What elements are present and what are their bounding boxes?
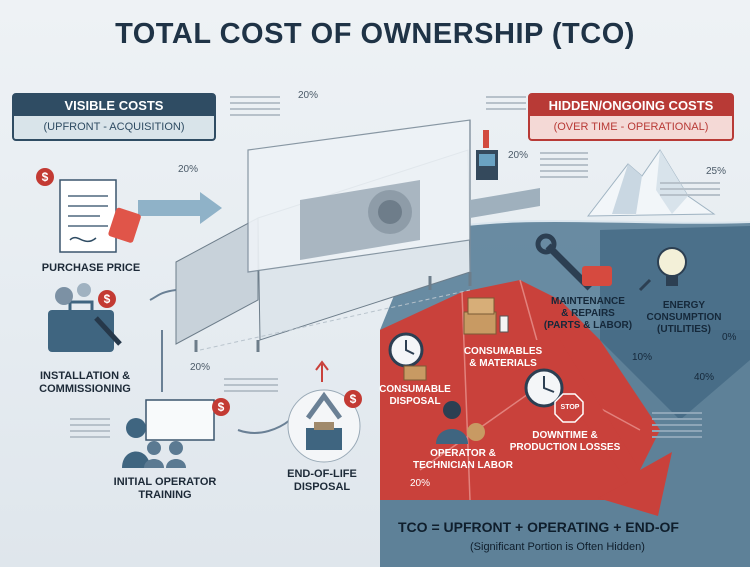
hidden-costs-heading: HIDDEN/ONGOING COSTS	[530, 95, 732, 116]
installation-label: INSTALLATION & COMMISSIONING	[39, 370, 131, 395]
connector-disposal	[237, 419, 291, 434]
page-title: TOTAL COST OF OWNERSHIP (TCO)	[115, 18, 635, 50]
purchase-document-icon	[59, 179, 141, 253]
hidden-costs-banner: HIDDEN/ONGOING COSTS (OVER TIME - OPERAT…	[528, 93, 734, 141]
downtime-label: DOWNTIME & PRODUCTION LOSSES	[509, 430, 621, 453]
percent-label: 10%	[632, 352, 653, 363]
visible-costs-heading: VISIBLE COSTS	[14, 95, 214, 116]
labor-label: OPERATOR & TECHNICIAN LABOR	[413, 448, 513, 471]
percent-label: 20%	[190, 362, 211, 373]
machine-illustration	[175, 119, 540, 352]
connector-install	[149, 289, 177, 301]
maintenance-label: MAINTENANCE & REPAIRS (PARTS & LABOR)	[543, 296, 633, 331]
percent-label: 20%	[508, 150, 529, 161]
filler-text-block	[70, 418, 110, 442]
recycle-icon	[287, 389, 361, 463]
clock-icon	[388, 332, 427, 381]
percent-label: 20%	[178, 164, 199, 175]
consumable-disposal-label: CONSUMABLE DISPOSAL	[379, 384, 451, 407]
filler-text-block	[652, 412, 702, 442]
filler-text-block	[660, 182, 720, 200]
purchase-price-label: PURCHASE PRICE	[41, 262, 141, 274]
hidden-costs-subheading: (OVER TIME - OPERATIONAL)	[553, 121, 709, 133]
consumables-label: CONSUMABLES & MATERIALS	[463, 346, 543, 369]
disposal-up-arrow	[315, 360, 329, 382]
visible-costs-banner: VISIBLE COSTS (UPFRONT - ACQUISITION)	[12, 93, 216, 141]
training-label: INITIAL OPERATOR TRAINING	[113, 476, 217, 501]
filler-text-block	[224, 378, 278, 396]
wedge-divider-1	[461, 291, 471, 501]
filler-text-block	[486, 96, 526, 114]
training-presenter-icon	[122, 399, 215, 468]
percent-label: 0%	[722, 332, 737, 343]
percent-label: 40%	[694, 372, 715, 383]
filler-text-block	[230, 96, 280, 120]
percent-label: 20%	[410, 478, 431, 489]
red-hidden-wedge	[380, 280, 660, 500]
stop-sign-icon	[554, 393, 584, 423]
disposal-label: END-OF-LIFE DISPOSAL	[287, 468, 357, 493]
purchase-arrow-icon	[138, 192, 222, 224]
dollar-badge: $	[36, 168, 54, 186]
percent-label: 20%	[298, 90, 319, 101]
visible-costs-subheading: (UPFRONT - ACQUISITION)	[43, 121, 185, 133]
worker-icon	[436, 401, 485, 444]
dollar-badge: $	[212, 398, 230, 416]
consumables-boxes-icon	[463, 297, 509, 335]
filler-text-block	[540, 152, 588, 182]
stopwatch-icon	[524, 368, 564, 408]
dollar-badge: $	[98, 290, 116, 308]
dollar-badge: $	[344, 390, 362, 408]
tco-formula: TCO = UPFRONT + OPERATING + END-OF	[398, 519, 679, 535]
toolbox-icon	[48, 283, 122, 352]
energy-slice	[600, 226, 750, 420]
down-arrow-icon	[500, 340, 672, 516]
energy-label: ENERGY CONSUMPTION (UTILITIES)	[646, 300, 722, 335]
tco-formula-note: (Significant Portion is Often Hidden)	[470, 541, 645, 553]
percent-label: 25%	[706, 166, 727, 177]
lightbulb-icon	[638, 247, 687, 292]
wrench-icon	[535, 233, 612, 291]
stop-sign-label: STOP	[560, 404, 580, 411]
